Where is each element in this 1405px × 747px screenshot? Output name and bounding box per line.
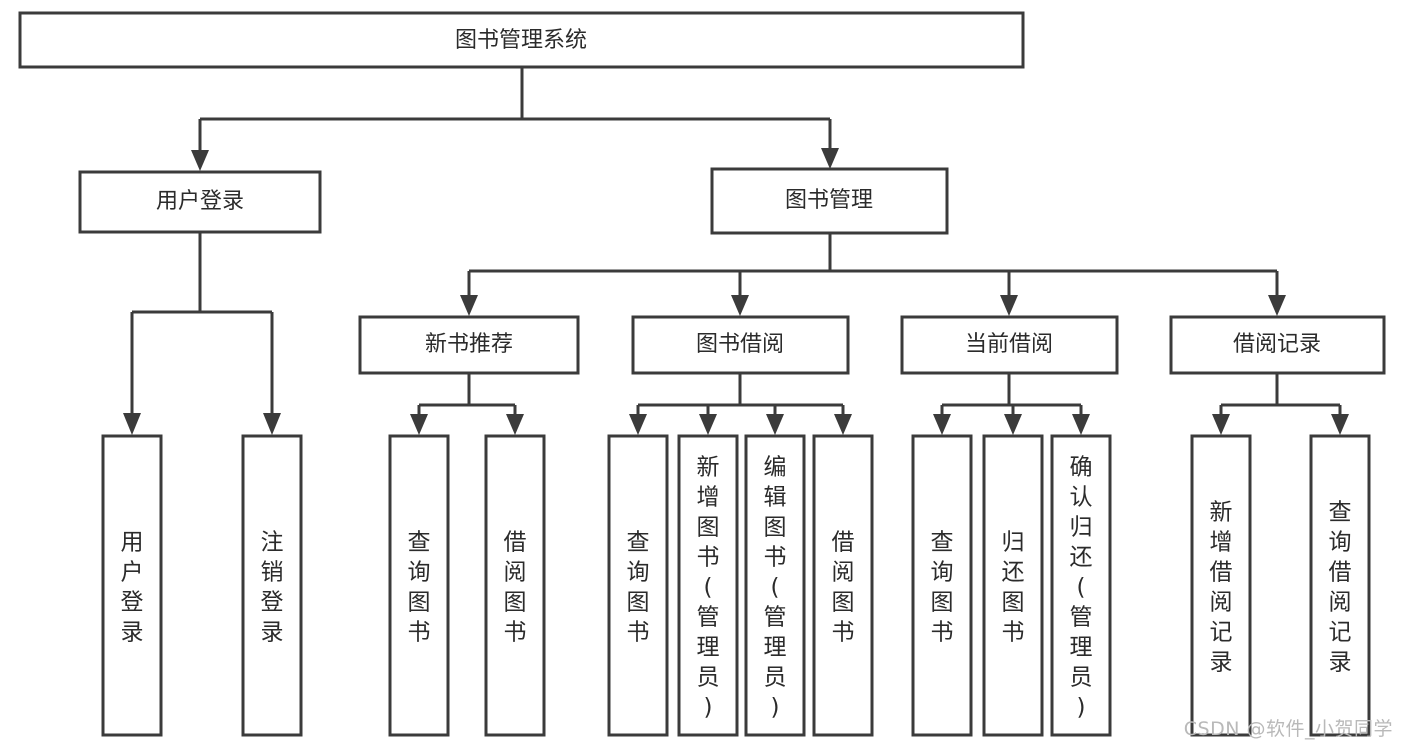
node-leaf-add-record-box[interactable] (1190, 434, 1252, 737)
node-leaf-query-book-1-label: 查询图书 (408, 529, 431, 645)
node-leaf-add-book-label: 新增图书(管理员) (697, 454, 720, 720)
arrow-head-book-manage (821, 148, 839, 169)
node-leaf-query-book-2-box[interactable] (607, 434, 669, 737)
node-book-manage[interactable]: 图书管理 (710, 167, 949, 235)
arrow-head-leaf-user-login (123, 413, 141, 435)
connector-layer (123, 67, 1349, 435)
node-book-borrow-label: 图书借阅 (696, 332, 784, 357)
node-leaf-query-book-3[interactable]: 查询图书 (911, 434, 973, 737)
node-book-borrow[interactable]: 图书借阅 (631, 315, 850, 375)
node-leaf-query-book-2[interactable]: 查询图书 (607, 434, 669, 737)
arrow-head-leaf-query-book-1 (410, 414, 428, 435)
node-borrow-record-box[interactable] (1169, 315, 1386, 375)
arrow-head-leaf-query-book-2 (629, 414, 647, 435)
node-leaf-query-record[interactable]: 查询借阅记录 (1309, 434, 1371, 737)
arrow-head-new-book-rec (460, 295, 478, 316)
node-leaf-user-login[interactable]: 用户登录 (101, 434, 163, 737)
leaf-nodes-layer: 用户登录 注销登录 查询图书 借阅图书 查询图书 新增图书(管理员) 编辑图书(… (101, 434, 1371, 737)
arrow-head-current-borrow (1000, 295, 1018, 316)
node-leaf-add-book-box[interactable] (677, 434, 739, 737)
node-leaf-user-logout[interactable]: 注销登录 (241, 434, 303, 737)
node-leaf-confirm-return[interactable]: 确认归还(管理员) (1050, 434, 1112, 737)
node-borrow-record[interactable]: 借阅记录 (1169, 315, 1386, 375)
node-leaf-borrow-book-1-label: 借阅图书 (504, 529, 527, 645)
node-new-book-rec[interactable]: 新书推荐 (358, 315, 580, 375)
arrow-head-leaf-query-record (1331, 414, 1349, 435)
node-leaf-return-book-box[interactable] (982, 434, 1044, 737)
node-leaf-user-login-box[interactable] (101, 434, 163, 737)
node-leaf-confirm-return-box[interactable] (1050, 434, 1112, 737)
node-current-borrow-label: 当前借阅 (965, 332, 1053, 357)
arrow-head-borrow-record (1268, 295, 1286, 316)
arrow-head-leaf-return-book (1004, 414, 1022, 435)
node-leaf-query-book-3-label: 查询图书 (931, 529, 954, 645)
node-new-book-rec-box[interactable] (358, 315, 580, 375)
node-leaf-query-record-box[interactable] (1309, 434, 1371, 737)
node-root[interactable]: 图书管理系统 (18, 11, 1025, 69)
node-leaf-query-book-3-box[interactable] (911, 434, 973, 737)
node-leaf-borrow-book-2[interactable]: 借阅图书 (812, 434, 874, 737)
node-leaf-query-book-1-box[interactable] (388, 434, 450, 737)
arrow-head-leaf-add-record (1212, 414, 1230, 435)
node-root-label: 图书管理系统 (455, 28, 587, 53)
node-leaf-add-book[interactable]: 新增图书(管理员) (677, 434, 739, 737)
node-leaf-edit-book[interactable]: 编辑图书(管理员) (744, 434, 806, 737)
node-book-manage-box[interactable] (710, 167, 949, 235)
node-new-book-rec-label: 新书推荐 (425, 332, 513, 357)
node-leaf-query-book-1[interactable]: 查询图书 (388, 434, 450, 737)
arrow-head-leaf-add-book (699, 414, 717, 435)
node-leaf-query-book-2-label: 查询图书 (627, 529, 650, 645)
node-user-login[interactable]: 用户登录 (78, 170, 322, 234)
node-leaf-borrow-book-1-box[interactable] (484, 434, 546, 737)
node-book-manage-label: 图书管理 (785, 188, 873, 213)
node-leaf-borrow-book-2-box[interactable] (812, 434, 874, 737)
node-current-borrow[interactable]: 当前借阅 (900, 315, 1119, 375)
node-leaf-confirm-return-label: 确认归还(管理员) (1070, 454, 1093, 720)
node-user-login-label: 用户登录 (156, 189, 244, 214)
arrow-head-leaf-query-book-3 (933, 414, 951, 435)
node-current-borrow-box[interactable] (900, 315, 1119, 375)
node-book-borrow-box[interactable] (631, 315, 850, 375)
node-leaf-query-record-label: 查询借阅记录 (1329, 499, 1352, 675)
node-leaf-borrow-book-1[interactable]: 借阅图书 (484, 434, 546, 737)
node-leaf-return-book-label: 归还图书 (1002, 529, 1025, 645)
arrow-head-leaf-edit-book (766, 414, 784, 435)
arrow-head-book-borrow (731, 295, 749, 316)
arrow-head-leaf-confirm-return (1072, 414, 1090, 435)
node-user-login-box[interactable] (78, 170, 322, 234)
arrow-head-leaf-borrow-book-1 (506, 414, 524, 435)
node-leaf-user-logout-label: 注销登录 (261, 529, 284, 645)
node-leaf-add-record-label: 新增借阅记录 (1210, 499, 1233, 675)
arrow-head-leaf-borrow-book-2 (834, 414, 852, 435)
node-leaf-user-login-label: 用户登录 (121, 529, 144, 645)
arrow-head-user-login (191, 150, 209, 171)
node-root-box[interactable] (18, 11, 1025, 69)
node-leaf-borrow-book-2-label: 借阅图书 (832, 529, 855, 645)
node-leaf-return-book[interactable]: 归还图书 (982, 434, 1044, 737)
node-leaf-edit-book-box[interactable] (744, 434, 806, 737)
node-borrow-record-label: 借阅记录 (1233, 332, 1321, 357)
node-leaf-add-record[interactable]: 新增借阅记录 (1190, 434, 1252, 737)
node-leaf-user-logout-box[interactable] (241, 434, 303, 737)
node-leaf-edit-book-label: 编辑图书(管理员) (764, 454, 787, 720)
arrow-head-leaf-user-logout (263, 413, 281, 435)
